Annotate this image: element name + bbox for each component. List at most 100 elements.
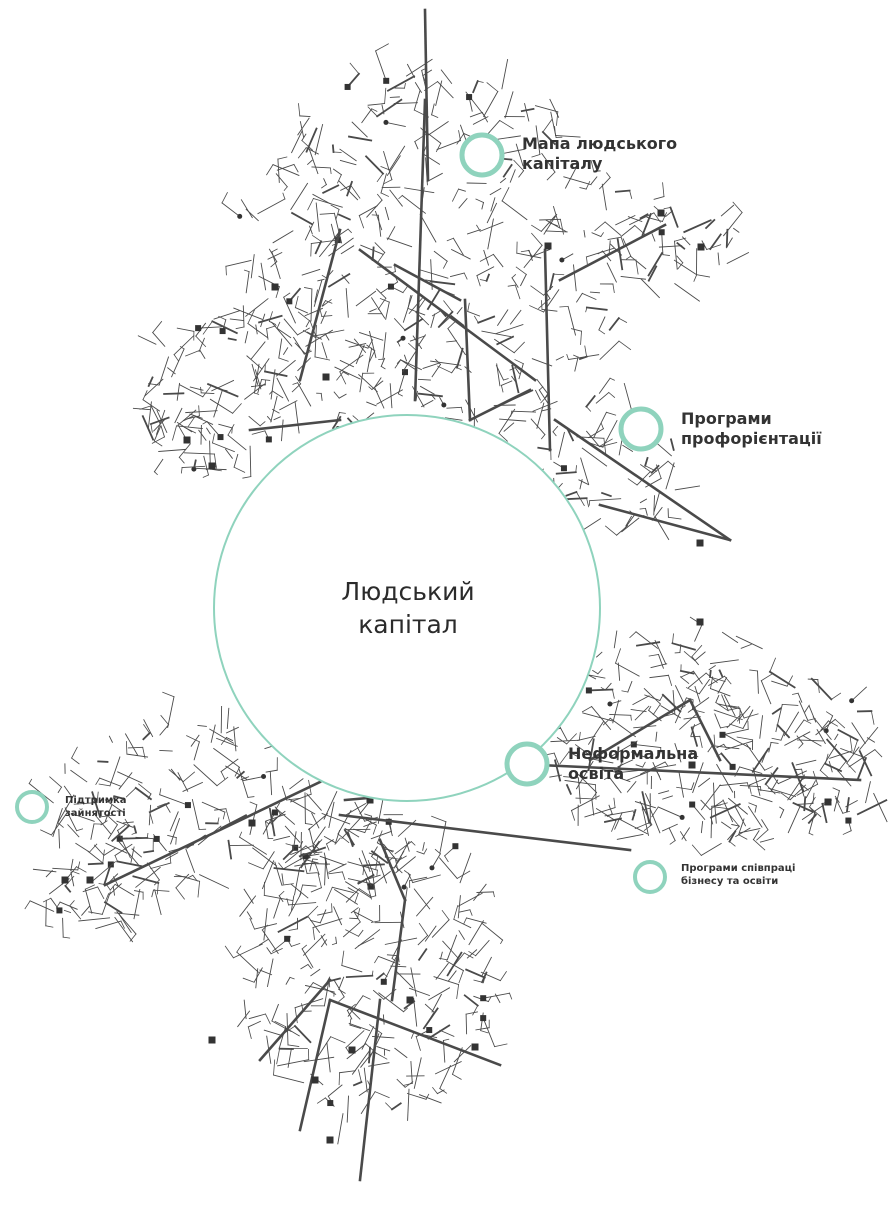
street-segment: [396, 1078, 406, 1088]
street-segment: [174, 407, 183, 424]
street-segment: [732, 201, 743, 214]
street-segment: [308, 827, 316, 854]
street-segment: [870, 710, 875, 725]
street-segment: [408, 342, 417, 352]
street-segment: [850, 686, 868, 702]
street-segment: [338, 393, 347, 399]
street-segment: [736, 736, 754, 741]
street-segment: [298, 846, 327, 858]
street-segment: [720, 204, 735, 217]
street-segment: [620, 236, 625, 248]
street-segment: [662, 254, 670, 256]
street-segment: [378, 992, 405, 1013]
street-segment: [353, 910, 374, 923]
street-segment: [84, 884, 96, 890]
street-segment: [402, 349, 418, 373]
street-segment: [126, 753, 149, 758]
street-segment: [852, 739, 859, 754]
street-segment: [419, 213, 437, 243]
street-segment: [178, 384, 204, 398]
street-segment: [657, 806, 683, 818]
junction-dot: [679, 814, 685, 820]
street-segment: [472, 79, 479, 94]
street-segment: [687, 696, 710, 713]
building-marker: [466, 94, 473, 101]
street-segment: [266, 164, 274, 176]
street-segment: [406, 1092, 427, 1100]
building-marker: [327, 1100, 334, 1107]
street-segment: [137, 335, 157, 345]
street-segment: [179, 345, 185, 350]
building-marker: [153, 835, 160, 842]
street-segment: [434, 1061, 462, 1075]
street-segment: [348, 342, 367, 348]
street-segment: [578, 479, 590, 486]
street-segment: [264, 1013, 271, 1025]
street-segment: [366, 199, 383, 218]
street-segment: [64, 807, 78, 832]
street-segment: [780, 731, 786, 741]
street-segment: [603, 817, 622, 823]
street-segment: [368, 852, 379, 857]
street-segment: [513, 159, 525, 172]
street-segment: [588, 500, 591, 506]
street-segment: [873, 792, 888, 823]
street-segment: [346, 1095, 349, 1123]
street-segment: [708, 664, 716, 671]
street-segment: [559, 305, 569, 308]
street-segment: [361, 850, 371, 873]
street-segment: [599, 340, 620, 361]
street-segment: [142, 390, 148, 401]
street-segment: [658, 245, 683, 248]
street-segment: [465, 1013, 468, 1035]
street-segment: [247, 1020, 261, 1028]
street-segment: [416, 334, 427, 348]
street-segment: [176, 425, 203, 429]
street-segment: [273, 867, 305, 873]
street-segment: [365, 877, 372, 900]
street-segment: [530, 418, 546, 436]
center-title: Людський капітал: [258, 576, 558, 641]
street-segment: [287, 1047, 292, 1068]
street-segment: [193, 741, 200, 761]
street-segment: [217, 817, 220, 824]
street-segment: [271, 321, 293, 347]
street-segment: [198, 337, 205, 353]
street-segment: [337, 833, 350, 844]
street-segment: [305, 320, 311, 328]
street-segment: [239, 895, 257, 917]
street-segment: [227, 337, 237, 341]
street-segment: [442, 260, 448, 269]
street-segment: [160, 714, 170, 726]
street-segment: [306, 872, 318, 874]
street-segment: [304, 221, 315, 241]
street-segment: [679, 669, 695, 675]
building-marker: [311, 1076, 319, 1084]
main-road: [258, 978, 332, 1062]
street-segment: [292, 831, 297, 851]
street-segment: [69, 905, 82, 920]
street-segment: [549, 98, 560, 118]
street-segment: [405, 58, 433, 77]
street-segment: [739, 766, 763, 774]
street-segment: [290, 883, 309, 899]
street-segment: [64, 875, 75, 887]
street-segment: [178, 443, 191, 458]
street-segment: [237, 1010, 251, 1028]
street-segment: [453, 905, 459, 920]
street-segment: [92, 861, 116, 882]
street-segment: [242, 476, 252, 479]
street-segment: [664, 713, 676, 717]
street-segment: [233, 466, 246, 473]
street-segment: [299, 115, 311, 117]
street-segment: [150, 423, 153, 433]
street-segment: [757, 670, 759, 694]
street-segment: [585, 180, 591, 190]
street-segment: [360, 244, 384, 255]
street-segment: [597, 668, 603, 675]
street-segment: [842, 810, 850, 814]
street-segment: [272, 1074, 305, 1084]
building-marker: [208, 462, 216, 470]
building-marker: [271, 283, 279, 291]
street-segment: [815, 718, 836, 736]
